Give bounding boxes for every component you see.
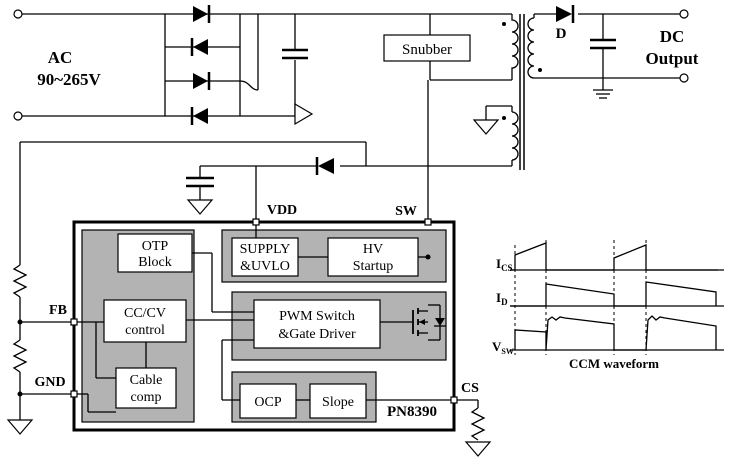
aux-diode (315, 157, 334, 175)
cs-pin-label: CS (461, 381, 479, 396)
cs-pin (450, 396, 458, 404)
ocp-block-label: OCP (254, 395, 281, 410)
vdd-pin (252, 218, 260, 226)
cable-block-label-line1: Cable (130, 373, 163, 388)
sw-pin-label: SW (395, 204, 417, 219)
dc-label: DC (660, 27, 685, 46)
waveform-title: CCM waveform (569, 356, 659, 371)
slope-block-label: Slope (322, 395, 354, 410)
slope-block (309, 383, 367, 419)
pwm-block-label-line2: &Gate Driver (278, 327, 356, 342)
primary-ground-symbol (294, 102, 314, 126)
power-mosfet (412, 304, 446, 341)
gnd-ground-symbol (6, 419, 34, 435)
ac-label: AC (48, 48, 73, 67)
otp-block-label-line1: OTP (142, 239, 169, 254)
aux-ground-symbol (472, 105, 513, 135)
hv-block-label-line2: Startup (353, 259, 393, 274)
cccv-block-label-line1: CC/CV (124, 306, 166, 321)
id-waveform (510, 281, 717, 307)
fb-pin (70, 318, 78, 326)
sw-pin (424, 218, 432, 226)
vdd-capacitor (186, 166, 214, 215)
supply-block-label-line2: &UVLO (240, 259, 290, 274)
ac-voltage-label: 90~265V (37, 70, 101, 89)
ocp-block (239, 383, 297, 419)
snubber-block (383, 34, 471, 62)
output-diode-label: D (556, 26, 567, 42)
bridge-diode-2 (190, 38, 208, 56)
fb-pin-label: FB (49, 303, 67, 318)
hv-block-label-line1: HV (363, 242, 383, 257)
gnd-pin (70, 390, 78, 398)
pwm-block-label-line1: PWM Switch (279, 309, 355, 324)
ccm-waveform: ICS ID VSW CCM waveform (492, 240, 724, 371)
cs-resistor (470, 407, 486, 441)
ics-waveform (510, 242, 718, 271)
output-diode (556, 5, 575, 23)
ac-input-wiring (13, 9, 430, 121)
fb-upper-resistor (12, 264, 28, 298)
vdd-pin-label: VDD (267, 203, 297, 218)
bridge-diode-4 (190, 107, 208, 125)
output-capacitor (590, 14, 616, 99)
vsw-label: VSW (492, 339, 514, 356)
cable-block-label-line2: comp (130, 390, 161, 405)
cs-ground-symbol (464, 441, 492, 457)
vsw-waveform (514, 315, 717, 351)
bulk-capacitor (282, 48, 308, 60)
cccv-block-label-line2: control (125, 323, 165, 338)
snubber-label: Snubber (402, 42, 452, 58)
gnd-pin-label: GND (34, 375, 65, 390)
dc-output-label: Output (646, 49, 699, 68)
ics-label: ICS (496, 256, 513, 273)
fb-lower-resistor (12, 339, 28, 373)
supply-uvlo-block (231, 237, 299, 277)
internal-wiring (77, 225, 451, 413)
cccv-control-block (103, 299, 187, 343)
chip-name-label: PN8390 (387, 404, 437, 420)
supply-block-label-line1: SUPPLY (240, 242, 291, 257)
pwm-gate-driver-block (253, 299, 381, 349)
otp-block-label-line2: Block (138, 255, 171, 270)
transformer (502, 14, 542, 170)
id-label: ID (496, 290, 508, 307)
cable-comp-block (115, 367, 177, 409)
bridge-diode-3 (193, 72, 211, 90)
bridge-diode-1 (193, 5, 211, 23)
